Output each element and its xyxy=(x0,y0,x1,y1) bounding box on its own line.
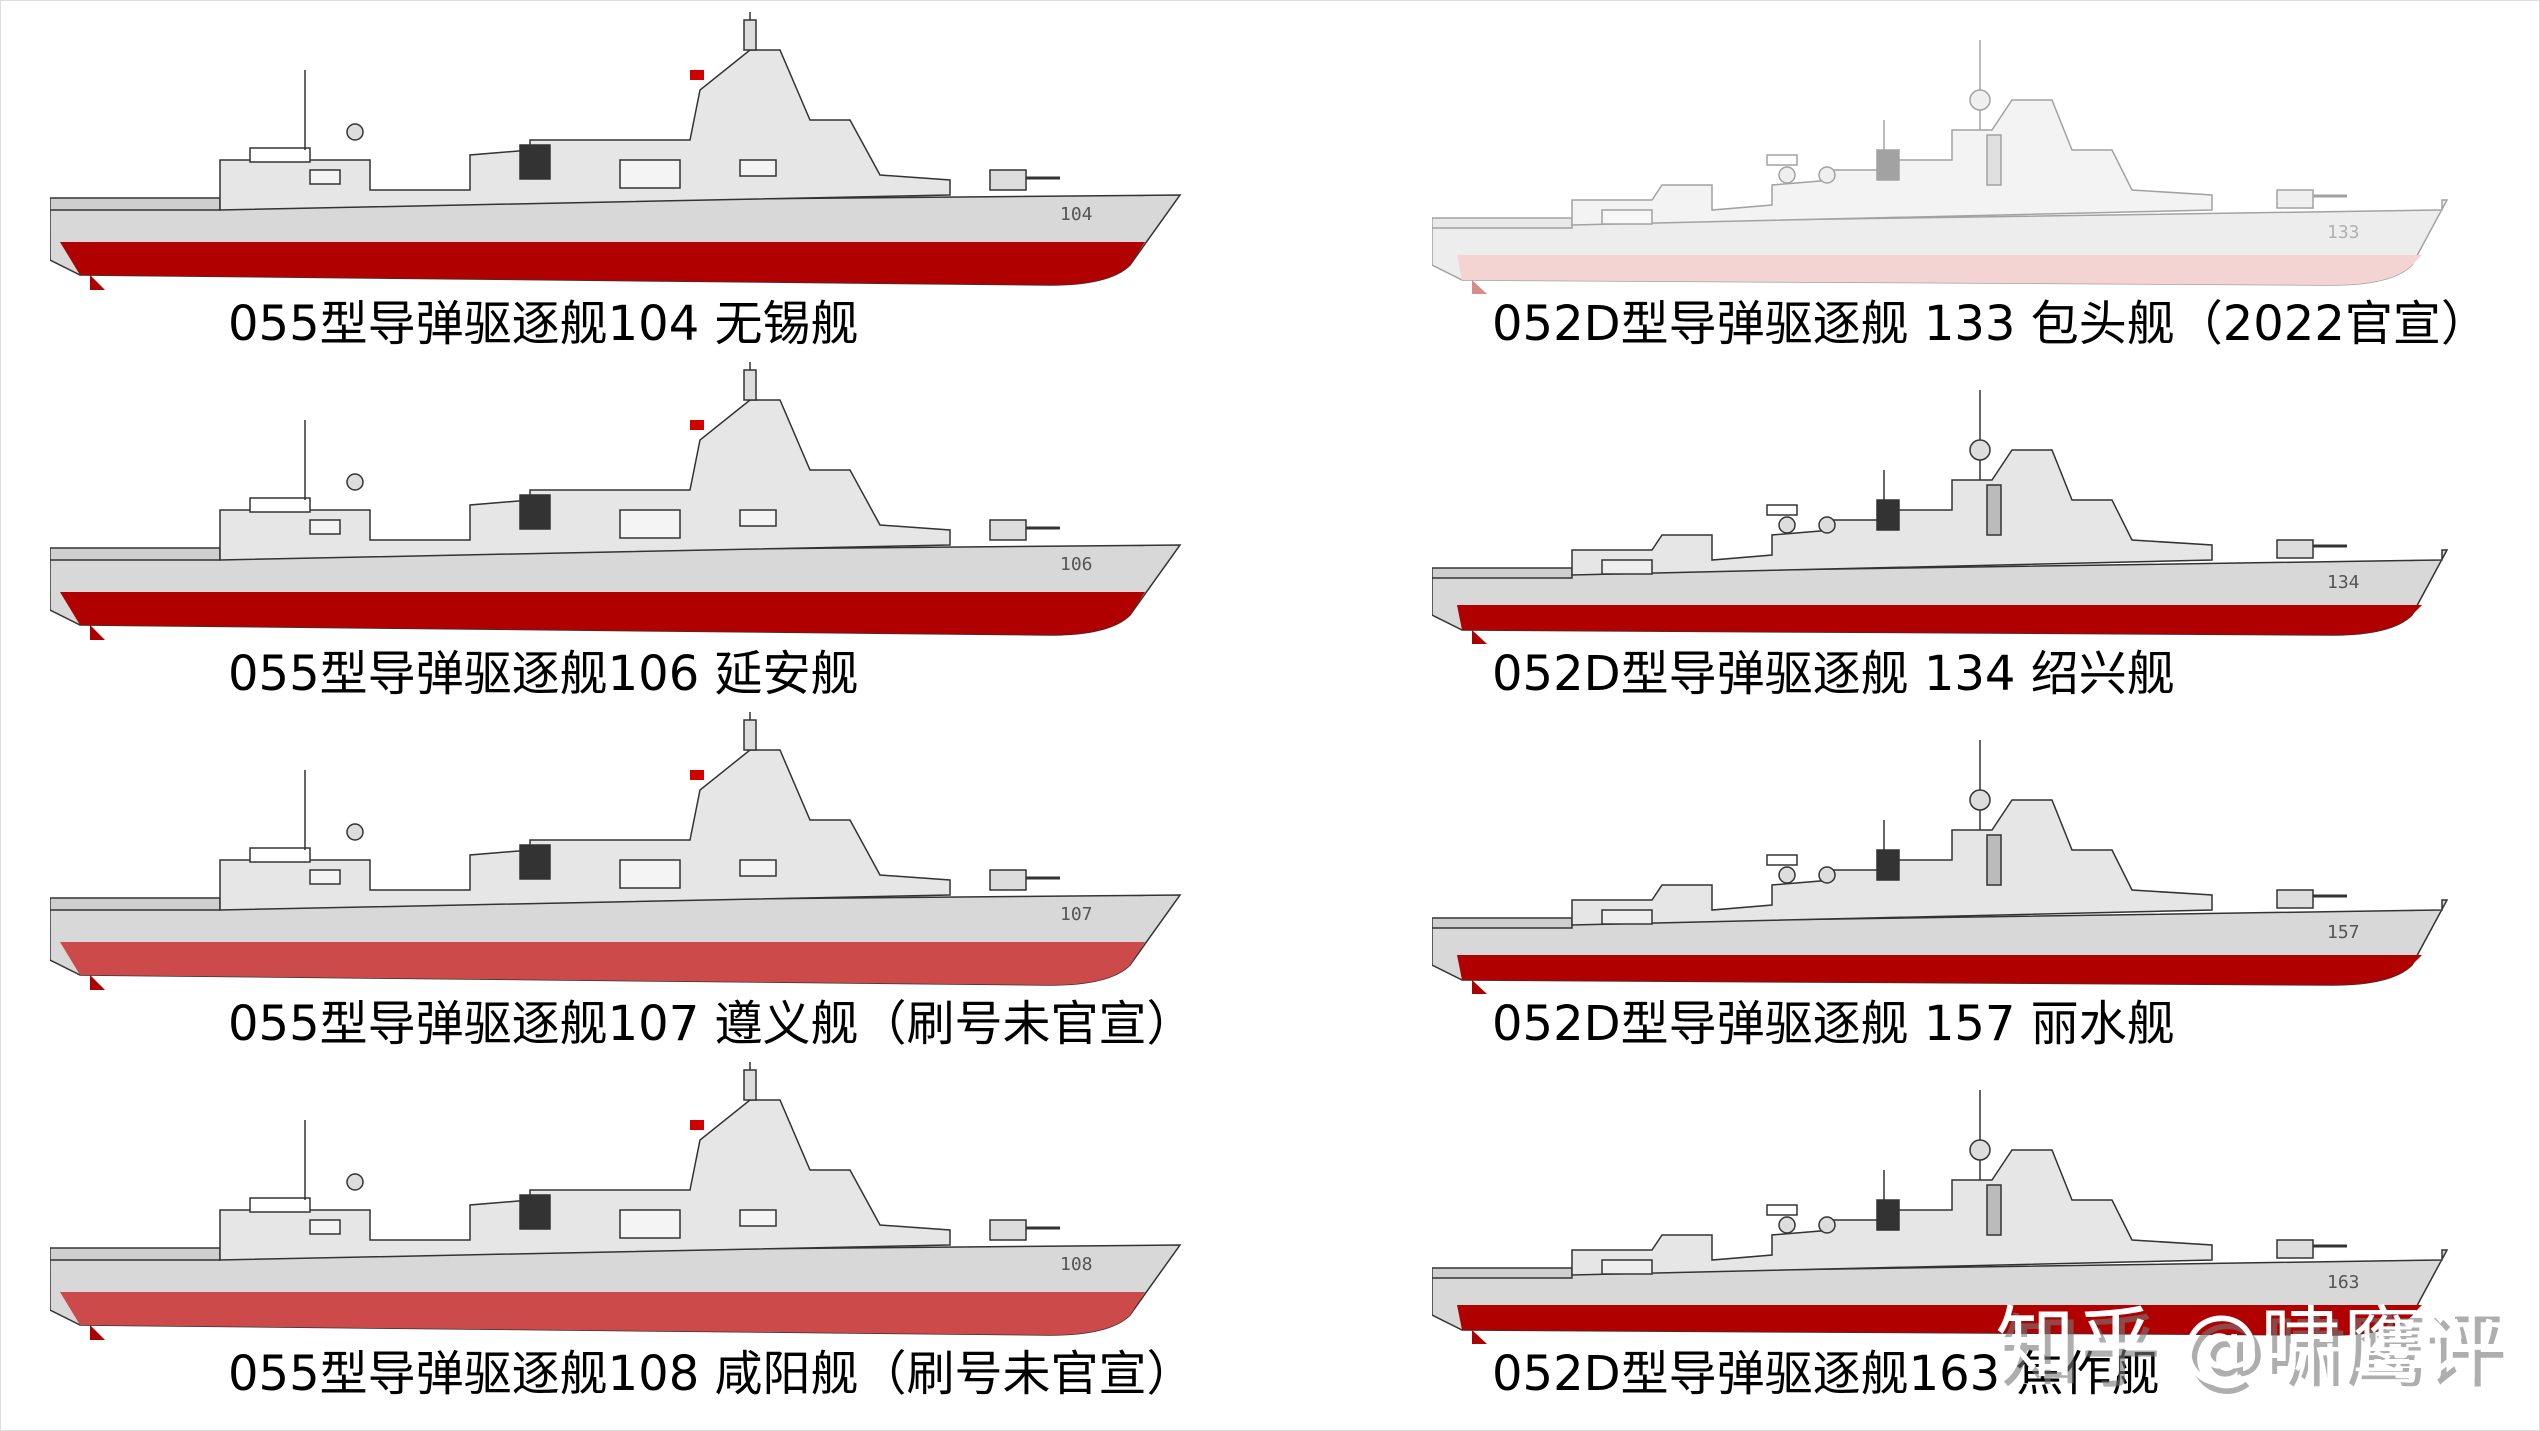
ship-caption: 052D型导弹驱逐舰 133 包头舰（2022官宣） xyxy=(1492,296,2489,352)
svg-text:157: 157 xyxy=(2327,922,2360,943)
ship-illustration-055-106: 106 xyxy=(49,360,1190,650)
ship-caption: 052D型导弹驱逐舰 157 丽水舰 xyxy=(1492,996,2175,1052)
svg-text:106: 106 xyxy=(1060,554,1093,575)
ship-caption: 055型导弹驱逐舰106 延安舰 xyxy=(228,646,859,702)
ship-illustration-055-108: 108 xyxy=(49,1060,1190,1350)
ship-caption: 055型导弹驱逐舰104 无锡舰 xyxy=(228,296,859,352)
ship-caption: 055型导弹驱逐舰107 遵义舰（刷号未官宣） xyxy=(228,996,1195,1052)
watermark: 知乎 @啸鹰评 xyxy=(1995,1298,2501,1391)
svg-text:163: 163 xyxy=(2327,1272,2360,1293)
svg-text:108: 108 xyxy=(1060,1254,1093,1275)
ship-illustration-052d-157: 157 xyxy=(1431,710,2540,1000)
ship-illustration-055-104: 104 xyxy=(49,10,1190,300)
ship-illustration-052d-133: 133 xyxy=(1431,10,2540,300)
svg-text:133: 133 xyxy=(2327,222,2360,243)
ship-illustration-052d-134: 134 xyxy=(1431,360,2540,650)
svg-text:107: 107 xyxy=(1060,904,1093,925)
svg-text:134: 134 xyxy=(2327,572,2360,593)
ship-caption: 052D型导弹驱逐舰163 焦作舰 xyxy=(1492,1346,2160,1402)
ship-caption: 052D型导弹驱逐舰 134 绍兴舰 xyxy=(1492,646,2175,702)
svg-text:104: 104 xyxy=(1060,204,1093,225)
ship-illustration-052d-163: 163 xyxy=(1431,1060,2540,1350)
ship-illustration-055-107: 107 xyxy=(49,710,1190,1000)
ship-caption: 055型导弹驱逐舰108 咸阳舰（刷号未官宣） xyxy=(228,1346,1195,1402)
